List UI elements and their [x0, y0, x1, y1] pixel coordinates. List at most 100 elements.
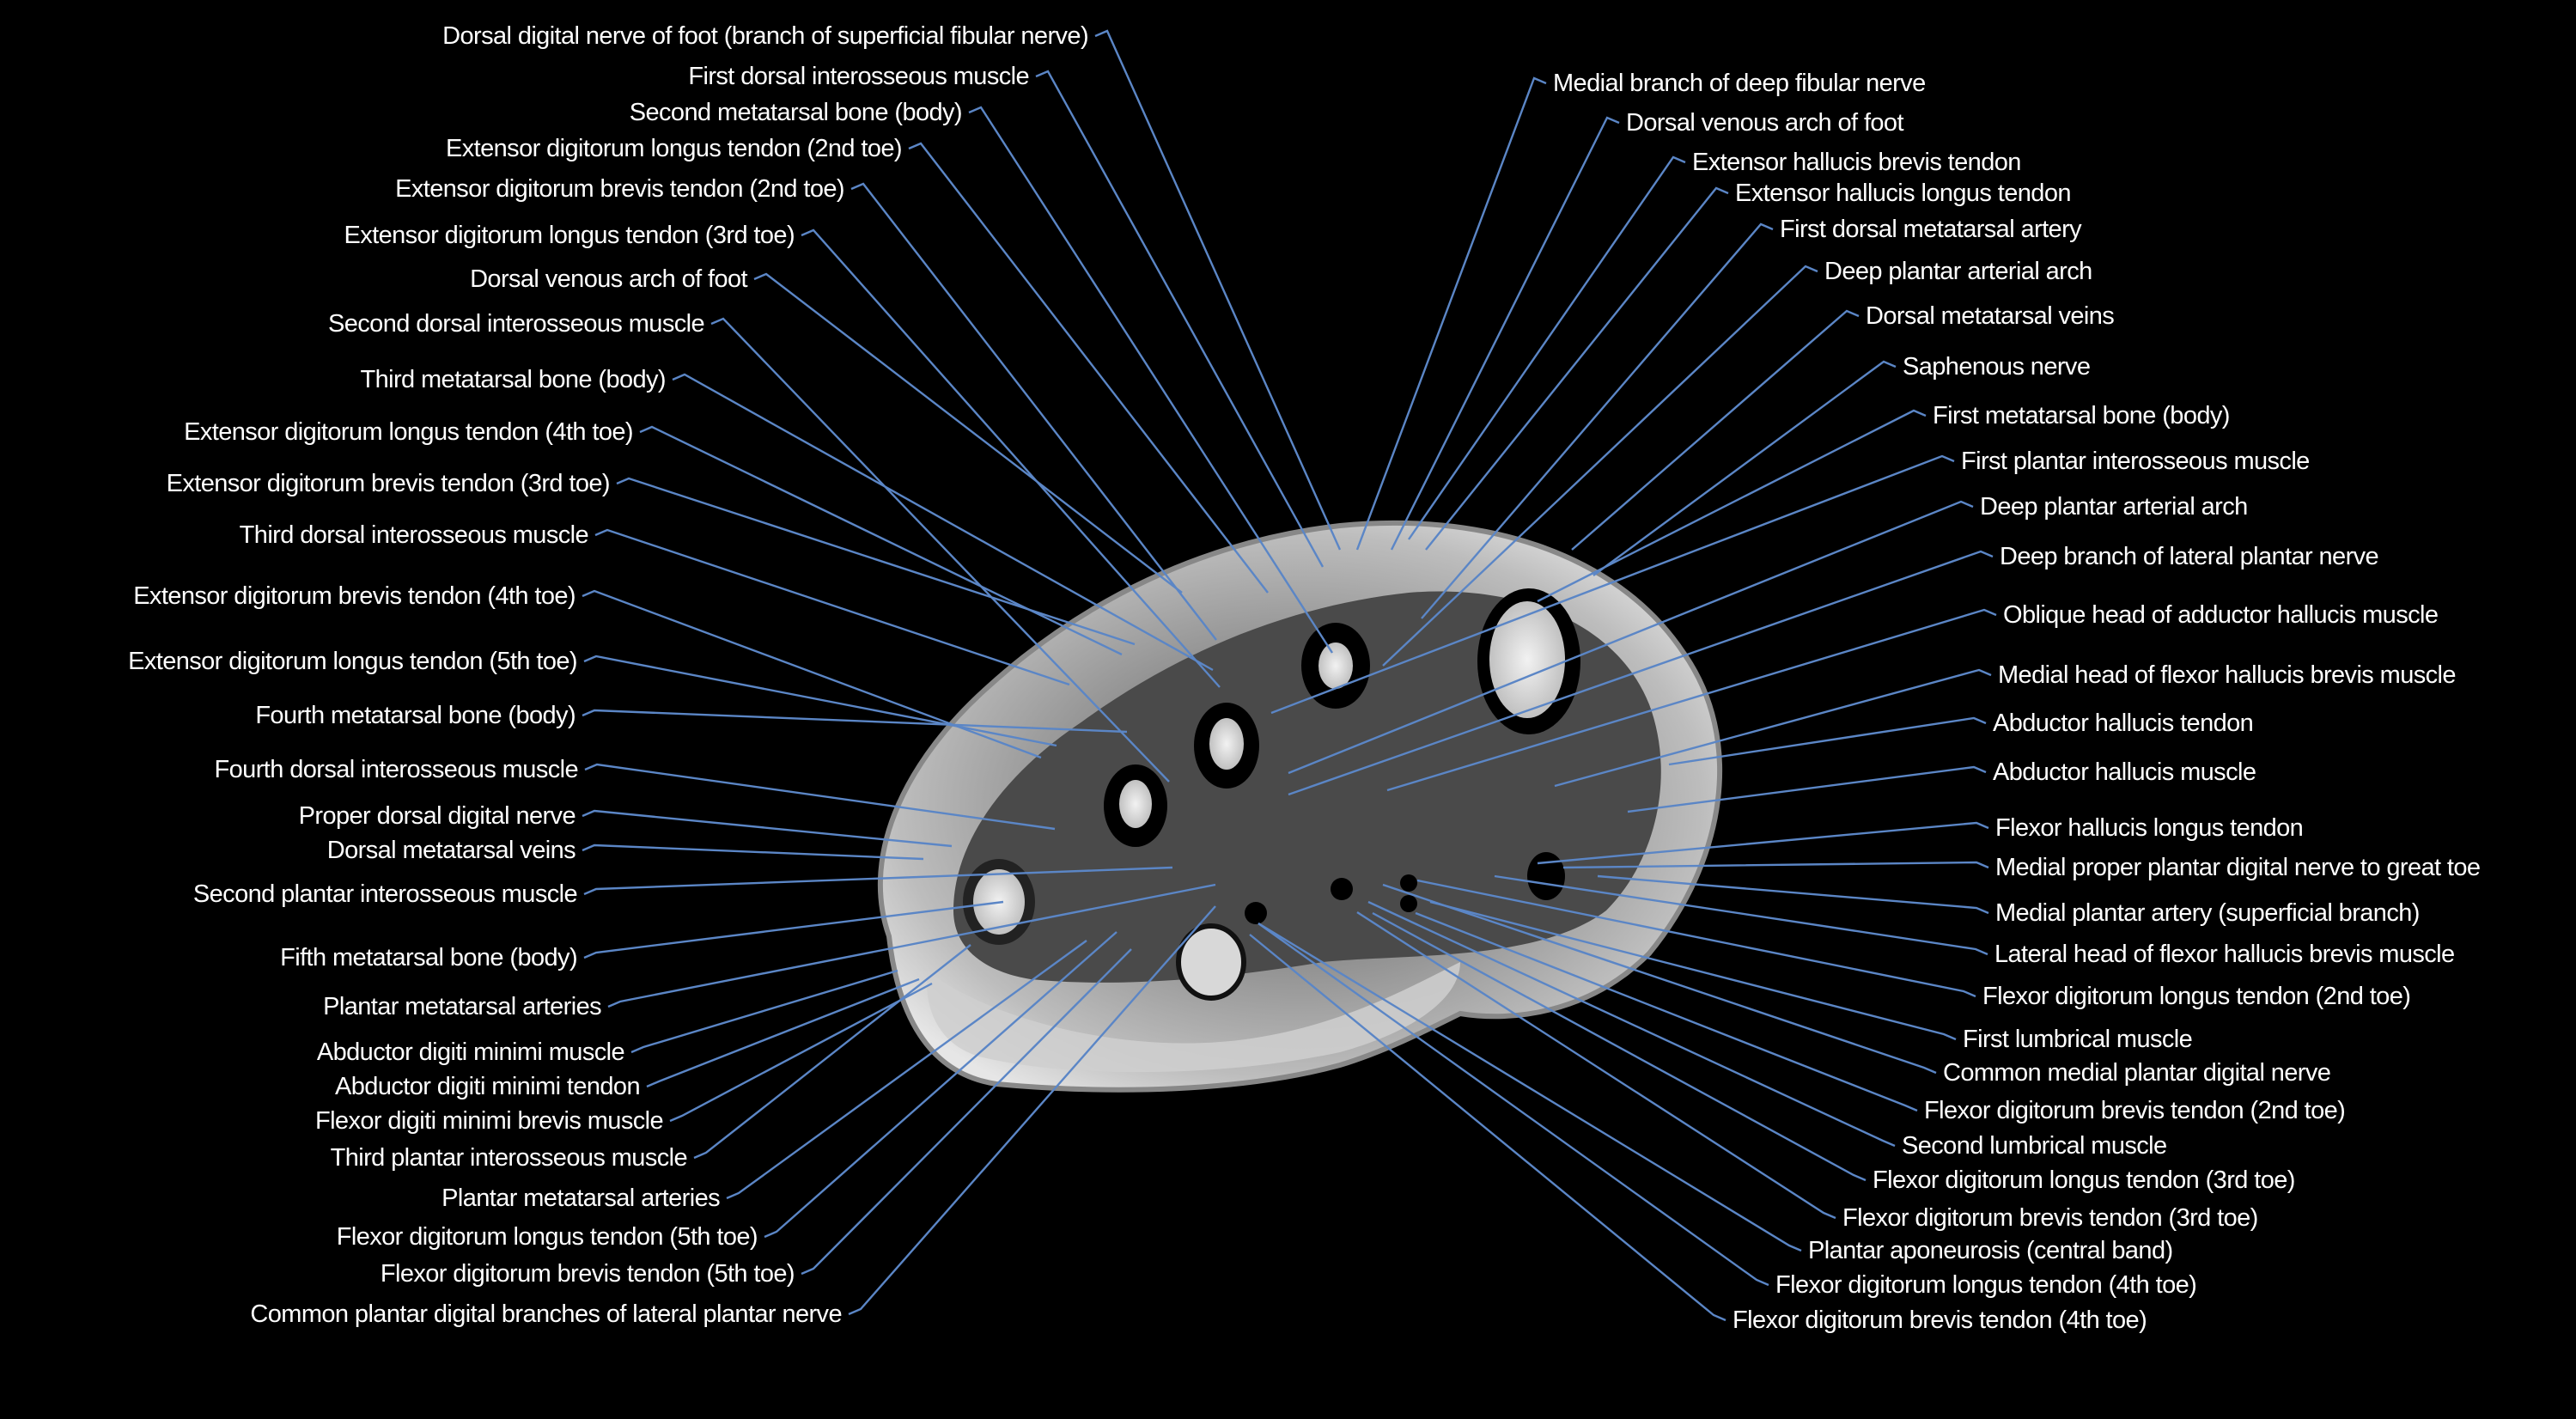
leader-line — [1094, 29, 1342, 551]
leader-line — [607, 883, 1216, 1008]
left-label: Extensor digitorum longus tendon (3rd to… — [344, 222, 795, 249]
left-label: Fifth metatarsal bone (body) — [280, 944, 577, 971]
leader-line — [1270, 454, 1955, 715]
right-label: Deep branch of lateral plantar nerve — [2000, 543, 2379, 570]
leader-line — [1258, 923, 1769, 1287]
right-label: Common medial plantar digital nerve — [1943, 1059, 2331, 1087]
left-label: Extensor digitorum brevis tendon (2nd to… — [395, 175, 844, 203]
leader-line — [1416, 879, 1976, 998]
leader-line — [1597, 874, 1989, 915]
leader-line — [1288, 550, 1994, 796]
left-label: Extensor digitorum brevis tendon (4th to… — [133, 582, 575, 610]
leader-line — [848, 905, 1216, 1316]
leader-line — [1571, 309, 1860, 551]
right-label: First lumbrical muscle — [1963, 1026, 2193, 1053]
leader-line — [710, 317, 1170, 783]
leader-line — [1386, 608, 1997, 792]
leader-line — [1421, 222, 1774, 619]
right-label: Flexor digitorum brevis tendon (4th toe) — [1733, 1306, 2147, 1334]
leader-line — [1356, 910, 1836, 1220]
leader-line — [1494, 874, 1988, 956]
leader-line — [1382, 265, 1818, 667]
right-label: Medial branch of deep fibular nerve — [1553, 70, 1926, 97]
left-label: Extensor digitorum brevis tendon (3rd to… — [166, 470, 611, 497]
leader-line — [1355, 76, 1547, 551]
leader-line — [669, 982, 933, 1123]
leader-line — [968, 106, 1334, 654]
right-label: First plantar interosseous muscle — [1961, 448, 2310, 475]
leader-line — [764, 931, 1117, 1239]
leader-line — [1390, 116, 1620, 551]
leader-line — [1372, 911, 1867, 1182]
left-label: Flexor digitorum longus tendon (5th toe) — [336, 1223, 758, 1251]
leader-line — [850, 182, 1217, 641]
left-label: Flexor digitorum brevis tendon (5th toe) — [380, 1260, 795, 1288]
leader-line — [583, 900, 1004, 959]
leader-line — [1537, 409, 1927, 603]
leader-line — [693, 944, 971, 1160]
leader-line — [672, 373, 1214, 672]
left-label: Plantar metatarsal arteries — [323, 993, 601, 1020]
leader-line — [1382, 883, 1937, 1075]
leader-line — [582, 589, 1042, 759]
right-label: Dorsal venous arch of foot — [1626, 109, 1904, 137]
leader-line — [583, 866, 1173, 896]
right-label: Saphenous nerve — [1903, 353, 2091, 381]
leader-line — [1592, 360, 1897, 576]
leader-line — [1425, 186, 1729, 551]
right-label: First dorsal metatarsal artery — [1780, 216, 2082, 243]
right-label: Medial proper plantar digital nerve to g… — [1995, 854, 2481, 881]
left-label: Extensor digitorum longus tendon (5th to… — [128, 648, 578, 675]
right-label: Medial head of flexor hallucis brevis mu… — [1998, 661, 2457, 689]
left-label: Flexor digiti minimi brevis muscle — [314, 1107, 664, 1135]
right-label: Deep plantar arterial arch — [1980, 493, 2248, 521]
left-label: Abductor digiti minimi tendon — [335, 1073, 641, 1100]
right-label: Flexor digitorum longus tendon (2nd toe) — [1982, 983, 2411, 1010]
right-label: Flexor digitorum longus tendon (4th toe) — [1775, 1271, 2197, 1299]
right-label: Medial plantar artery (superficial branc… — [1995, 899, 2420, 927]
plantar-round-structure — [1176, 923, 1246, 1001]
leader-line — [1249, 934, 1726, 1322]
right-label: Extensor hallucis brevis tendon — [1692, 149, 2021, 176]
leader-line — [726, 940, 1087, 1200]
leader-line — [1627, 765, 1987, 813]
left-label: Common plantar digital branches of later… — [250, 1300, 842, 1328]
leader-line — [582, 843, 924, 861]
left-label: First dorsal interosseous muscle — [688, 63, 1029, 90]
right-label: Extensor hallucis longus tendon — [1735, 180, 2071, 207]
leader-line — [594, 528, 1070, 686]
left-label: Dorsal venous arch of foot — [470, 265, 748, 293]
leader-line — [908, 142, 1269, 594]
leader-line — [584, 763, 1056, 831]
leader-line — [1035, 70, 1325, 568]
leader-line — [1537, 821, 1989, 865]
leader-line — [1415, 911, 1918, 1112]
left-label: Dorsal digital nerve of foot (branch of … — [442, 22, 1088, 50]
leader-lines — [582, 29, 1997, 1322]
leader-line — [1408, 155, 1686, 540]
leader-line — [1562, 861, 1989, 869]
left-label: Third dorsal interosseous muscle — [239, 521, 589, 549]
left-label: Third plantar interosseous muscle — [330, 1144, 688, 1172]
right-label: Oblique head of adductor hallucis muscle — [2003, 601, 2439, 629]
right-label: Plantar aponeurosis (central band) — [1808, 1237, 2173, 1264]
leader-line — [1668, 716, 1987, 766]
right-label: Deep plantar arterial arch — [1824, 258, 2092, 285]
left-label: Abductor digiti minimi muscle — [316, 1038, 625, 1066]
left-label: Extensor digitorum longus tendon (2nd to… — [446, 135, 903, 162]
leader-line — [646, 977, 920, 1088]
leader-line — [753, 272, 1183, 594]
leader-line — [1288, 500, 1974, 775]
leader-line — [1367, 900, 1896, 1148]
left-label: Plantar metatarsal arteries — [442, 1185, 720, 1212]
left-label: Dorsal metatarsal veins — [326, 837, 576, 864]
left-label: Fourth dorsal interosseous muscle — [214, 756, 579, 783]
leader-line — [583, 655, 1057, 747]
leader-line — [801, 948, 1132, 1276]
leader-line — [1258, 922, 1802, 1252]
right-label: Lateral head of flexor hallucis brevis m… — [1994, 941, 2455, 968]
right-label: Flexor digitorum longus tendon (3rd toe) — [1873, 1166, 2295, 1194]
leader-line — [639, 425, 1123, 656]
right-label: Dorsal metatarsal veins — [1866, 302, 2115, 330]
leader-line — [582, 809, 953, 848]
